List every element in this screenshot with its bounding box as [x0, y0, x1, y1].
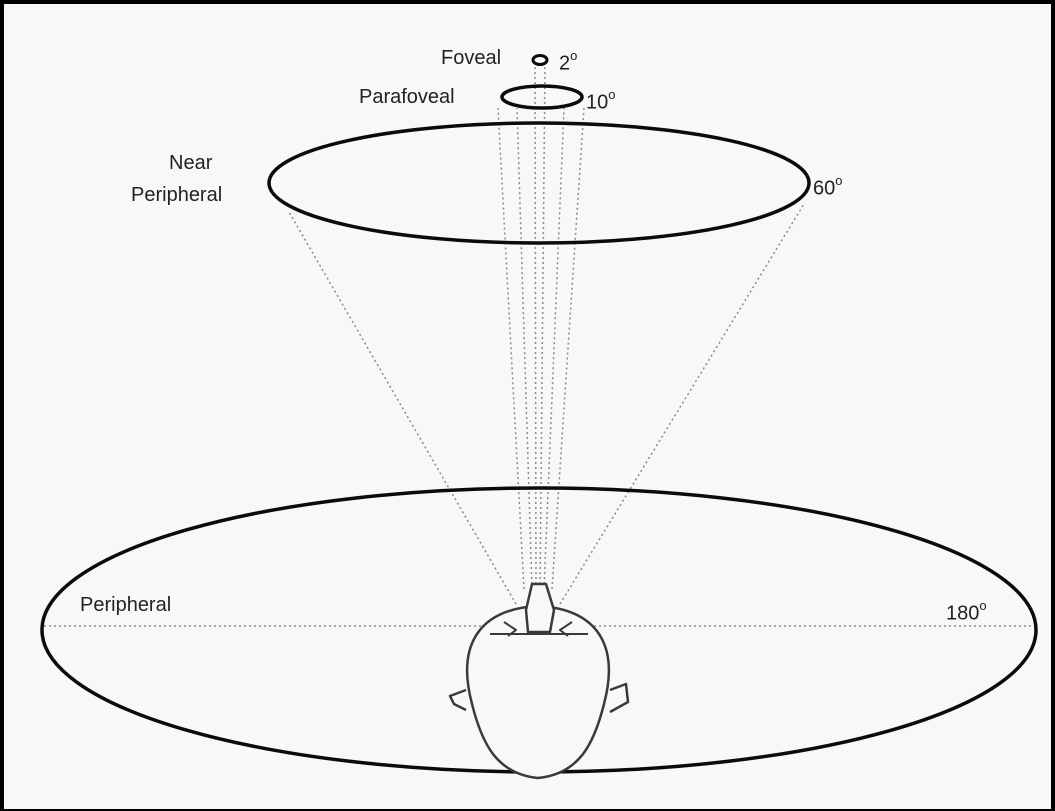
left-ear	[448, 688, 467, 712]
peripheral-angle-unit: o	[979, 598, 987, 613]
visual-field-diagram	[40, 54, 1038, 780]
sight-line-fovea-left	[534, 63, 537, 590]
parafoveal-label-text: Parafoveal	[359, 86, 455, 108]
head-outline	[465, 604, 611, 780]
near-peripheral-label-line2: Peripheral	[131, 184, 222, 206]
peripheral-label-text: Peripheral	[80, 594, 172, 616]
peripheral-label: Peripheral	[80, 594, 171, 616]
parafoveal-angle-value: 10	[586, 91, 609, 114]
nose	[524, 582, 556, 634]
near-peripheral-label-text1: Near	[169, 152, 213, 174]
left-eye	[503, 621, 517, 637]
foveal-angle-value: 2	[559, 52, 571, 75]
sight-line-para-right	[551, 107, 585, 590]
parafoveal-ellipse	[500, 84, 584, 110]
right-ear	[609, 682, 630, 714]
near-peripheral-angle-unit: o	[835, 173, 843, 188]
near-peripheral-label-line1: Near	[169, 152, 212, 174]
parafoveal-angle-unit: o	[608, 87, 616, 102]
near-peripheral-ellipse	[267, 121, 811, 245]
sight-line-para-inner-right	[543, 107, 565, 590]
sight-lines	[288, 63, 805, 605]
sight-line-near-left	[288, 211, 517, 605]
peripheral-angle-value: 180	[946, 602, 980, 625]
foveal-ellipse	[531, 54, 549, 66]
foveal-label-text: Foveal	[441, 47, 502, 69]
foveal-angle: 2o	[559, 47, 577, 75]
near-peripheral-angle-value: 60	[813, 177, 836, 200]
sight-line-fovea-right	[539, 63, 546, 590]
foveal-label: Foveal	[441, 47, 501, 69]
peripheral-angle: 180o	[946, 597, 987, 625]
parafoveal-angle: 10o	[586, 86, 615, 114]
head-illustration	[448, 582, 630, 780]
parafoveal-label: Parafoveal	[359, 86, 455, 108]
near-peripheral-label-text2: Peripheral	[131, 184, 223, 206]
right-eye	[559, 621, 573, 637]
foveal-angle-unit: o	[570, 48, 578, 63]
sight-line-para-left	[497, 107, 525, 590]
near-peripheral-angle: 60o	[813, 172, 842, 200]
sight-line-para-inner-left	[516, 107, 533, 590]
sight-line-near-right	[559, 203, 805, 605]
